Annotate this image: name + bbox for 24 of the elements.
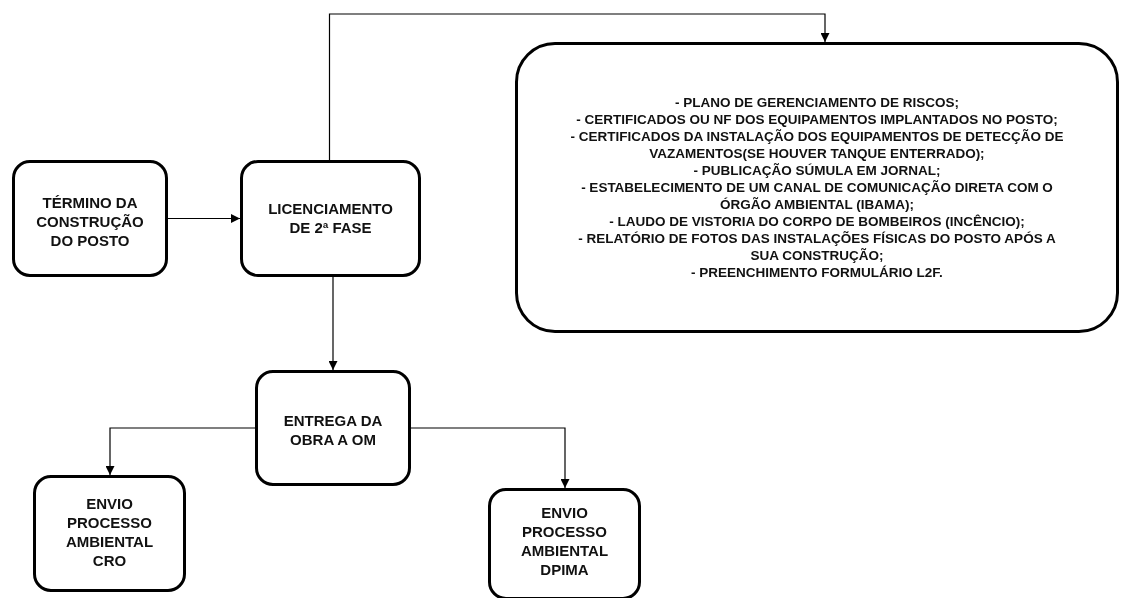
process-box	[240, 160, 421, 277]
arrow	[328, 276, 338, 371]
box-text: - PREENCHIMENTO FORMULÁRIO L2F.	[691, 264, 943, 281]
process-box	[12, 160, 168, 277]
arrow	[105, 427, 256, 476]
box-text: - PUBLICAÇÃO SÚMULA EM JORNAL;	[693, 162, 941, 179]
arrow	[328, 13, 830, 161]
box-text: - RELATÓRIO DE FOTOS DAS INSTALAÇÕES FÍSICAS DO POSTO APÓS A SUA CONSTRUÇÃO;	[577, 230, 1057, 264]
arrow	[167, 214, 241, 223]
box-text: ENVIO PROCESSO AMBIENTAL CRO	[64, 494, 155, 570]
box-text: TÉRMINO DA CONSTRUÇÃO DO POSTO	[35, 193, 145, 250]
requirements-box	[515, 42, 1119, 333]
box-text: - LAUDO DE VISTORIA DO CORPO DE BOMBEIROS (INCÊNCIO);	[609, 213, 1025, 230]
box-text: - ESTABELECIMENTO DE UM CANAL DE COMUNICAÇÃO DIRETA COM O ÓRGÃO AMBIENTAL (IBAMA);	[580, 179, 1054, 213]
process-box	[255, 370, 411, 486]
box-text: LICENCIAMENTO DE 2ª FASE	[267, 199, 394, 237]
box-text: ENTREGA DA OBRA A OM	[282, 411, 384, 449]
box-text: ENVIO PROCESSO AMBIENTAL DPIMA	[519, 503, 610, 579]
box-text: - PLANO DE GERENCIAMENTO DE RISCOS;	[675, 94, 959, 111]
process-box	[488, 488, 641, 598]
box-text: - CERTIFICADOS DA INSTALAÇÃO DOS EQUIPAMENTOS DE DETECÇÃO DE VAZAMENTOS(SE HOUVER TANQUE ENTERRADO);	[569, 128, 1065, 162]
arrow	[410, 427, 570, 489]
process-box	[33, 475, 186, 592]
box-text: - CERTIFICADOS OU NF DOS EQUIPAMENTOS IMPLANTADOS NO POSTO;	[576, 111, 1058, 128]
